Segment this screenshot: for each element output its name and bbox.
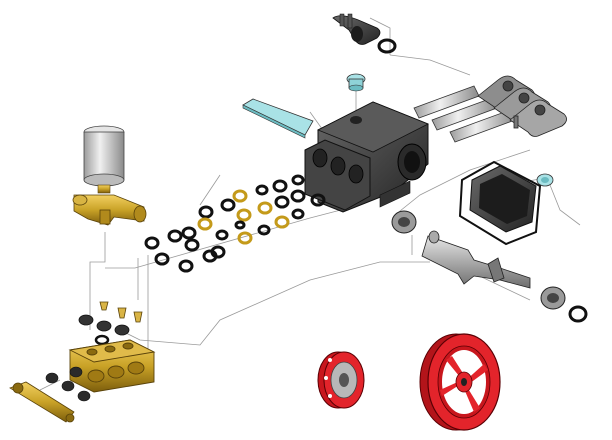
- small-pulley-icon: [317, 351, 365, 409]
- seal-icon: [536, 173, 554, 187]
- manifold-icon: [68, 339, 156, 393]
- fittings-icon: [45, 366, 91, 402]
- o-ring-icon: [377, 38, 397, 54]
- cover-plate-icon: [242, 98, 314, 139]
- large-pulley-icon: [419, 333, 501, 431]
- bearing-left-icon: [391, 210, 417, 234]
- handle-icon: [9, 381, 75, 423]
- crankcase-icon: [304, 101, 429, 213]
- connecting-rods-icon: [477, 75, 567, 137]
- rear-cover-icon: [458, 160, 542, 246]
- oil-dipstick-icon: [332, 13, 381, 45]
- accumulator-icon: [83, 125, 125, 194]
- crankshaft-icon: [421, 230, 531, 289]
- seals-and-rings-icon: [144, 174, 326, 273]
- bearing-right-icon: [540, 286, 588, 323]
- plunger-rods-icon: [413, 85, 516, 143]
- valve-plugs-icon: [78, 301, 143, 346]
- oil-cap-icon: [346, 73, 366, 92]
- unloader-valve-icon: [72, 194, 147, 226]
